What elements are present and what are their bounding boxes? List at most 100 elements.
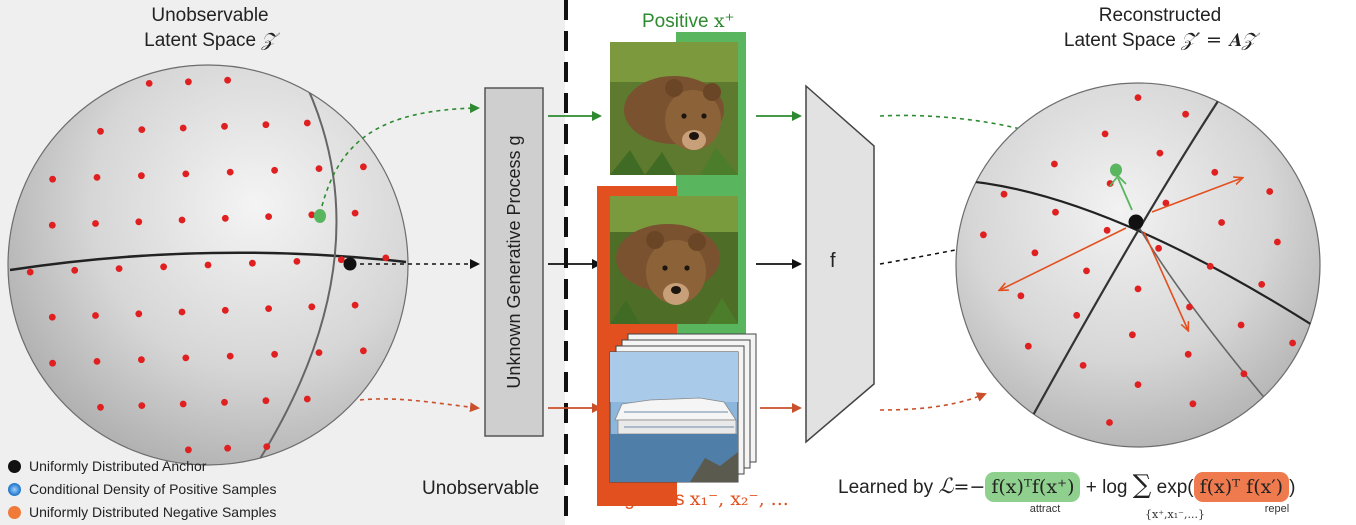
sample-point	[138, 126, 146, 133]
sample-point	[224, 444, 232, 452]
attract-term: f(x)ᵀf(x⁺)	[985, 472, 1081, 502]
legend-positive-icon	[8, 483, 21, 496]
sample-point	[1101, 130, 1109, 138]
image-column	[597, 32, 757, 506]
sample-point	[1106, 180, 1114, 187]
sample-point	[1258, 281, 1266, 288]
right-sphere-points	[980, 94, 1296, 426]
sample-point	[221, 122, 228, 130]
sample-point	[271, 166, 278, 174]
sample-point	[178, 216, 186, 224]
sample-point	[1134, 381, 1142, 388]
right-title-symbol: 𝒵′ = 𝐀𝒵	[1181, 29, 1257, 51]
sample-point	[1206, 262, 1214, 270]
loss-plus-log: + log	[1085, 477, 1128, 498]
sample-point	[221, 306, 229, 314]
legend-anchor: Uniformly Distributed Anchor	[8, 456, 206, 476]
sample-point	[93, 358, 101, 365]
sample-point	[1211, 168, 1219, 176]
left-title-line1: Unobservable	[151, 5, 269, 26]
repel-arrow-3	[1143, 231, 1188, 330]
sample-point	[97, 403, 104, 411]
positive-embedding-point	[1110, 163, 1122, 177]
repel-arrow-1	[1151, 178, 1242, 213]
sample-point	[49, 359, 56, 367]
sample-point	[93, 174, 101, 181]
sample-point	[1051, 160, 1058, 168]
sample-point	[315, 349, 323, 356]
right-title-line2: Latent Space	[1063, 30, 1176, 51]
positive-point	[314, 209, 326, 223]
sample-point	[135, 218, 143, 226]
sample-point	[221, 398, 228, 406]
right-sphere	[955, 82, 1321, 448]
sample-point	[1031, 249, 1039, 257]
sample-point	[48, 313, 56, 321]
repel-caption: repel	[1264, 503, 1290, 515]
sample-point	[308, 211, 316, 219]
loss-exp-open: exp(	[1156, 477, 1194, 498]
legend-negative-label: Uniformly Distributed Negative Samples	[29, 504, 277, 520]
negative-arrow-4	[879, 392, 987, 411]
generative-process-label: Unknown Generative Process g	[504, 135, 524, 389]
sample-point	[92, 220, 99, 227]
sample-point	[160, 263, 168, 271]
sample-point	[182, 354, 190, 362]
negative-arrow-1	[359, 398, 480, 413]
sample-point	[293, 258, 301, 265]
anchor-image	[610, 196, 738, 324]
sample-point	[145, 80, 153, 87]
left-sphere-points	[26, 76, 390, 454]
sample-point	[224, 76, 232, 84]
negatives-label-text: Negatives	[600, 489, 685, 510]
sample-point	[138, 356, 145, 364]
sample-point	[1079, 362, 1087, 369]
right-title-line1: Reconstructed	[1098, 5, 1222, 26]
sample-point	[1000, 190, 1008, 198]
sample-point	[135, 310, 143, 318]
positive-symbol: x⁺	[713, 10, 735, 32]
sample-point	[262, 397, 270, 405]
legend-positive-label: Conditional Density of Positive Samples	[29, 481, 277, 497]
left-panel-title: Unobservable Latent Space 𝒵	[90, 4, 330, 53]
sample-point	[265, 305, 272, 312]
sample-point	[337, 256, 345, 264]
sample-point	[1052, 208, 1059, 216]
left-title-line2: Latent Space	[144, 30, 257, 51]
sample-point	[26, 268, 34, 276]
sample-point	[308, 303, 316, 311]
sample-point	[1162, 199, 1170, 207]
sample-point	[1266, 188, 1274, 195]
sample-point	[271, 350, 278, 358]
sample-point	[263, 443, 271, 450]
sample-point	[382, 254, 390, 262]
positive-label: Positive x⁺	[642, 10, 735, 33]
positive-image	[610, 42, 738, 175]
sample-point	[178, 308, 186, 316]
sample-point	[115, 265, 123, 272]
sample-point	[1155, 244, 1162, 252]
sample-point	[1237, 321, 1245, 329]
sample-point	[360, 347, 367, 355]
sample-point	[1182, 110, 1189, 118]
sample-point	[1134, 94, 1142, 101]
sample-point	[980, 231, 987, 239]
negatives-symbol: x₁⁻, x₂⁻, ...	[689, 488, 789, 510]
sample-point	[1289, 339, 1296, 347]
anchor-embedding-point	[1128, 214, 1144, 230]
sample-point	[1017, 292, 1025, 300]
sample-point	[226, 352, 234, 360]
loss-equals: =−	[953, 476, 986, 498]
legend-negative: Uniformly Distributed Negative Samples	[8, 502, 276, 522]
sample-point	[360, 163, 367, 171]
positive-label-text: Positive	[642, 11, 709, 32]
positive-arrow-1	[321, 103, 480, 207]
encoder-label: f	[830, 250, 836, 272]
anchor-point	[343, 257, 357, 271]
sample-point	[1129, 331, 1136, 339]
sample-point	[1103, 226, 1111, 234]
sample-point	[1186, 303, 1193, 311]
sample-point	[138, 402, 146, 409]
